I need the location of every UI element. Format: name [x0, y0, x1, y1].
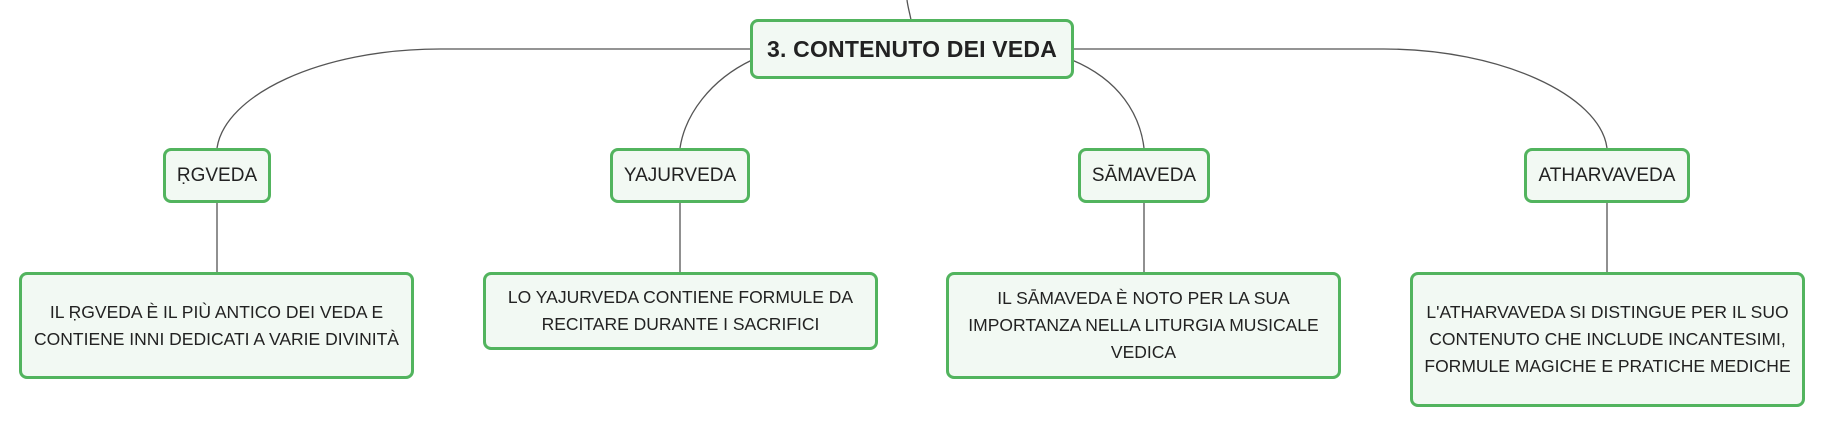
- branch-label-atharvaveda: ATHARVAVEDA: [1538, 164, 1676, 186]
- leaf-node-yajurveda[interactable]: LO YAJURVEDA CONTIENE FORMULE DA RECITAR…: [483, 272, 878, 350]
- leaf-node-rgveda[interactable]: IL ṚGVEDA È IL PIÙ ANTICO DEI VEDA E CON…: [19, 272, 414, 379]
- leaf-node-samaveda[interactable]: IL SĀMAVEDA È NOTO PER LA SUA IMPORTANZA…: [946, 272, 1341, 379]
- leaf-text-rgveda: IL ṚGVEDA È IL PIÙ ANTICO DEI VEDA E CON…: [34, 301, 399, 349]
- leaf-text-samaveda: IL SĀMAVEDA È NOTO PER LA SUA IMPORTANZA…: [968, 288, 1319, 362]
- connector-root-samaveda: [1071, 59, 1145, 149]
- leaf-text-atharvaveda: L'ATHARVAVEDA SI DISTINGUE PER IL SUO CO…: [1424, 302, 1791, 376]
- branch-label-yajurveda: YAJURVEDA: [623, 164, 737, 186]
- branch-label-samaveda: SĀMAVEDA: [1091, 164, 1197, 186]
- connector-root-rgveda: [216, 48, 752, 149]
- branch-node-samaveda[interactable]: SĀMAVEDA: [1078, 148, 1210, 203]
- connector-root-atharvaveda: [1072, 48, 1608, 149]
- branch-node-rgveda[interactable]: ṚGVEDA: [163, 148, 271, 203]
- parent-connector: [906, 0, 912, 21]
- root-label: 3. CONTENUTO DEI VEDA: [766, 35, 1058, 62]
- branch-node-yajurveda[interactable]: YAJURVEDA: [610, 148, 750, 203]
- branch-label-rgveda: ṚGVEDA: [176, 164, 258, 186]
- leaf-text-yajurveda: LO YAJURVEDA CONTIENE FORMULE DA RECITAR…: [507, 287, 854, 334]
- connector-root-yajurveda: [679, 59, 753, 149]
- root-node[interactable]: 3. CONTENUTO DEI VEDA: [750, 19, 1074, 79]
- leaf-node-atharvaveda[interactable]: L'ATHARVAVEDA SI DISTINGUE PER IL SUO CO…: [1410, 272, 1805, 407]
- branch-node-atharvaveda[interactable]: ATHARVAVEDA: [1524, 148, 1690, 203]
